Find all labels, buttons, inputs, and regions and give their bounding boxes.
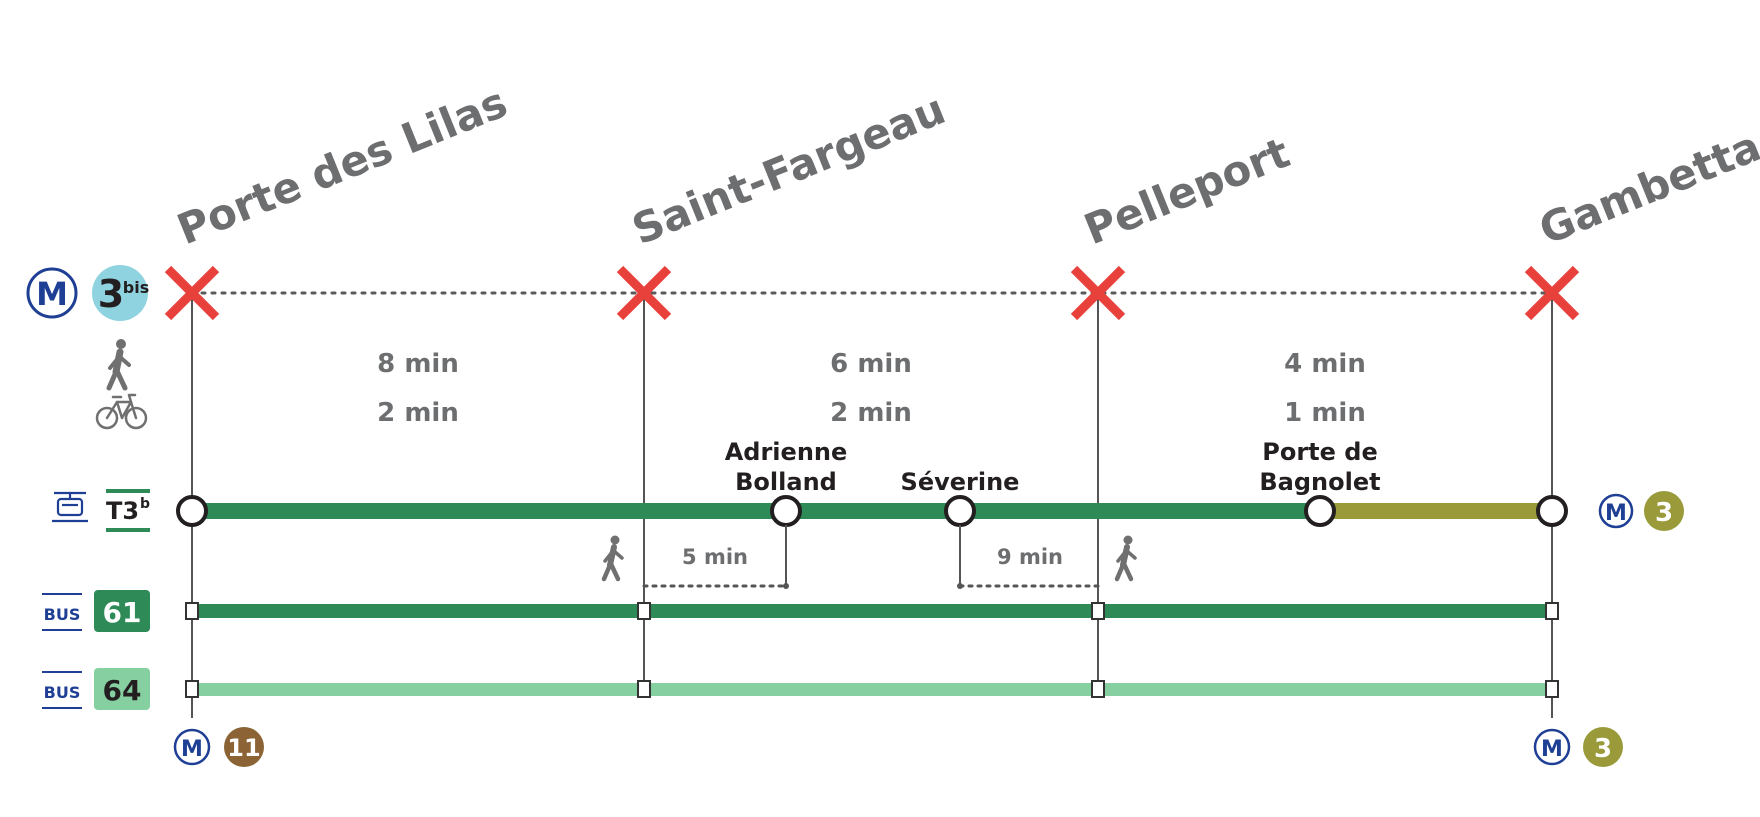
closed-station-cross-icon xyxy=(164,265,220,321)
metro-line-11-number: 11 xyxy=(227,734,260,762)
tram-stop-label-adrienne-bolland-line-1: Adrienne xyxy=(725,438,848,466)
station-name-porte-des-lilas: Porte des Lilas xyxy=(170,77,513,254)
tram-line-extension-track xyxy=(1320,503,1552,519)
bus-stop-saint-fargeau xyxy=(637,680,651,698)
tram-stop-label-adrienne-bolland-line-2: Bolland xyxy=(735,468,837,496)
metro-line-3-badge xyxy=(1644,491,1684,531)
walk-connections: 5 min 9 min xyxy=(601,525,1137,589)
travel-times: 8 min 2 min 6 min 2 min 4 min 1 min xyxy=(377,349,1366,428)
walk-connector-end-dot xyxy=(957,583,963,589)
bus-61-number: 61 xyxy=(103,596,142,629)
closure-crosses xyxy=(164,265,1580,321)
closed-station-cross-icon xyxy=(1524,265,1580,321)
walking-icon xyxy=(601,535,624,582)
tram-stop-severine xyxy=(944,495,976,527)
tram-line: Adrienne Bolland Séverine Porte de Bagno… xyxy=(176,438,1568,527)
metro-icon xyxy=(1533,728,1571,766)
station-names: Porte des Lilas Saint-Fargeau Pelleport … xyxy=(170,77,1760,254)
metro-icon-letter: M xyxy=(1605,501,1627,526)
walking-icon xyxy=(1114,535,1137,582)
bottom-connection-porte-des-lilas: M 11 xyxy=(173,727,264,767)
walk-time-segment-1: 8 min xyxy=(377,349,459,379)
metro-line-11-badge xyxy=(224,727,264,767)
walk-connector-end-dot xyxy=(783,583,789,589)
tram-icon xyxy=(52,491,88,523)
bus-64-line xyxy=(185,680,1559,698)
bus-mode-label: BUS xyxy=(44,605,81,624)
bus-64-track xyxy=(192,683,1552,696)
tram-line-label: T3 xyxy=(106,497,139,525)
bus-61-number-box xyxy=(94,590,150,632)
closed-station-cross-icon xyxy=(616,265,672,321)
tram-stop-porte-de-bagnolet xyxy=(1304,495,1336,527)
metro-icon xyxy=(173,728,211,766)
line-3bis-badge xyxy=(92,265,148,321)
bus-mode-label: BUS xyxy=(44,683,81,702)
walk-connection-time-1: 5 min xyxy=(682,545,748,569)
tram-line-suffix: b xyxy=(140,496,150,512)
bus-64-number-box xyxy=(94,668,150,710)
metro-icon-letter: M xyxy=(36,275,68,313)
bus-stop-pelleport xyxy=(1091,602,1105,620)
tram-stop-gambetta xyxy=(1536,495,1568,527)
tram-badge: T3 b xyxy=(52,489,150,532)
bus-61-track xyxy=(192,604,1552,618)
tram-stop-label-severine: Séverine xyxy=(901,468,1020,496)
walking-icon xyxy=(106,339,131,391)
bus-61-badge: BUS 61 xyxy=(42,590,150,632)
bus-stop-saint-fargeau xyxy=(637,602,651,620)
metro-icon-letter: M xyxy=(181,737,203,762)
station-name-gambetta: Gambetta xyxy=(1532,121,1760,254)
tram-line-track xyxy=(192,503,1320,519)
bicycle-icon xyxy=(95,393,148,430)
line-suffix: bis xyxy=(123,278,149,297)
tram-stop-label-porte-de-bagnolet-line-1: Porte de xyxy=(1262,438,1377,466)
bike-time-segment-3: 1 min xyxy=(1284,398,1366,428)
tram-stop-porte-des-lilas xyxy=(176,495,208,527)
walk-time-segment-2: 6 min xyxy=(830,349,912,379)
metro-icon xyxy=(26,267,78,319)
tram-stop-label-porte-de-bagnolet-line-2: Bagnolet xyxy=(1259,468,1380,496)
bottom-connection-gambetta: M 3 xyxy=(1533,727,1623,767)
bus-stop-gambetta xyxy=(1545,602,1559,620)
walk-time-segment-3: 4 min xyxy=(1284,349,1366,379)
tram-stop-adrienne-bolland xyxy=(770,495,802,527)
closed-station-cross-icon xyxy=(1070,265,1126,321)
metro-line-3-number: 3 xyxy=(1594,734,1612,764)
metro-icon xyxy=(1598,493,1634,529)
station-name-saint-fargeau: Saint-Fargeau xyxy=(625,84,952,254)
metro-line-3-number: 3 xyxy=(1655,498,1673,528)
line-number: 3 xyxy=(98,272,124,316)
bike-time-segment-1: 2 min xyxy=(377,398,459,428)
metro-line-3-badge xyxy=(1583,727,1623,767)
bus-64-number: 64 xyxy=(103,674,142,707)
station-name-pelleport: Pelleport xyxy=(1077,128,1296,254)
walk-connection-time-2: 9 min xyxy=(997,545,1063,569)
tram-end-connection: M 3 xyxy=(1598,491,1684,531)
bus-stop-porte-des-lilas xyxy=(185,602,199,620)
bus-61-line xyxy=(185,602,1559,620)
bus-64-badge: BUS 64 xyxy=(42,668,150,710)
metro-icon-letter: M xyxy=(1541,737,1563,762)
bike-time-segment-2: 2 min xyxy=(830,398,912,428)
bus-stop-porte-des-lilas xyxy=(185,680,199,698)
bus-stop-pelleport xyxy=(1091,680,1105,698)
closed-line-badge: M 3 bis xyxy=(26,265,149,321)
bus-stop-gambetta xyxy=(1545,680,1559,698)
